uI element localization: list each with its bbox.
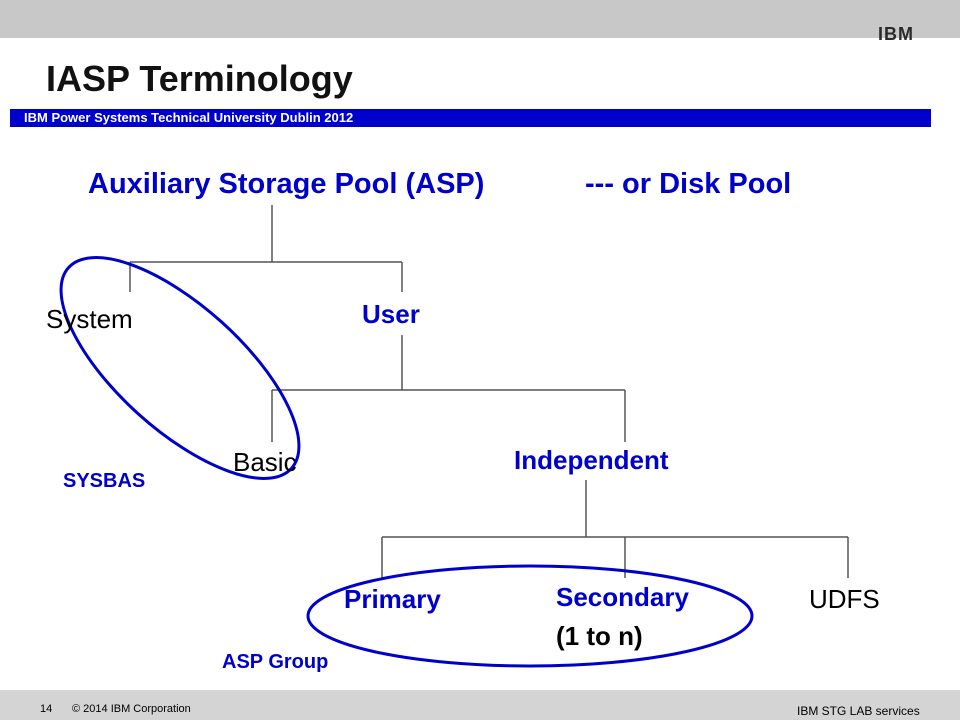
sysbas-label: SYSBAS (63, 470, 145, 492)
secondary-range-label: (1 to n) (556, 621, 643, 651)
page-number: 14 (40, 703, 53, 715)
conference-banner: IBM Power Systems Technical University D… (10, 109, 931, 127)
asp-group-ellipse (306, 564, 754, 668)
copyright-text: © 2014 IBM Corporation (72, 703, 191, 715)
root-alias-label: --- or Disk Pool (585, 168, 791, 200)
basic-node-label: Basic (233, 447, 297, 477)
banner-text: IBM Power Systems Technical University D… (24, 110, 354, 125)
top-bar (0, 0, 960, 38)
tree-connectors (129, 205, 849, 580)
independent-node-label: Independent (514, 445, 669, 475)
secondary-node-label: Secondary (556, 582, 689, 612)
udfs-node-label: UDFS (809, 584, 880, 614)
system-node-label: System (46, 304, 133, 334)
root-node-label: Auxiliary Storage Pool (ASP) (88, 168, 484, 200)
user-node-label: User (362, 299, 420, 329)
ibm-logo: IBM (878, 24, 914, 44)
slide-title: IASP Terminology (46, 58, 353, 99)
primary-node-label: Primary (344, 584, 441, 614)
footer-org-text: IBM STG LAB services (797, 704, 920, 718)
bottom-bar (0, 690, 960, 720)
sysbas-ellipse (59, 256, 301, 480)
asp-group-label: ASP Group (222, 651, 328, 673)
